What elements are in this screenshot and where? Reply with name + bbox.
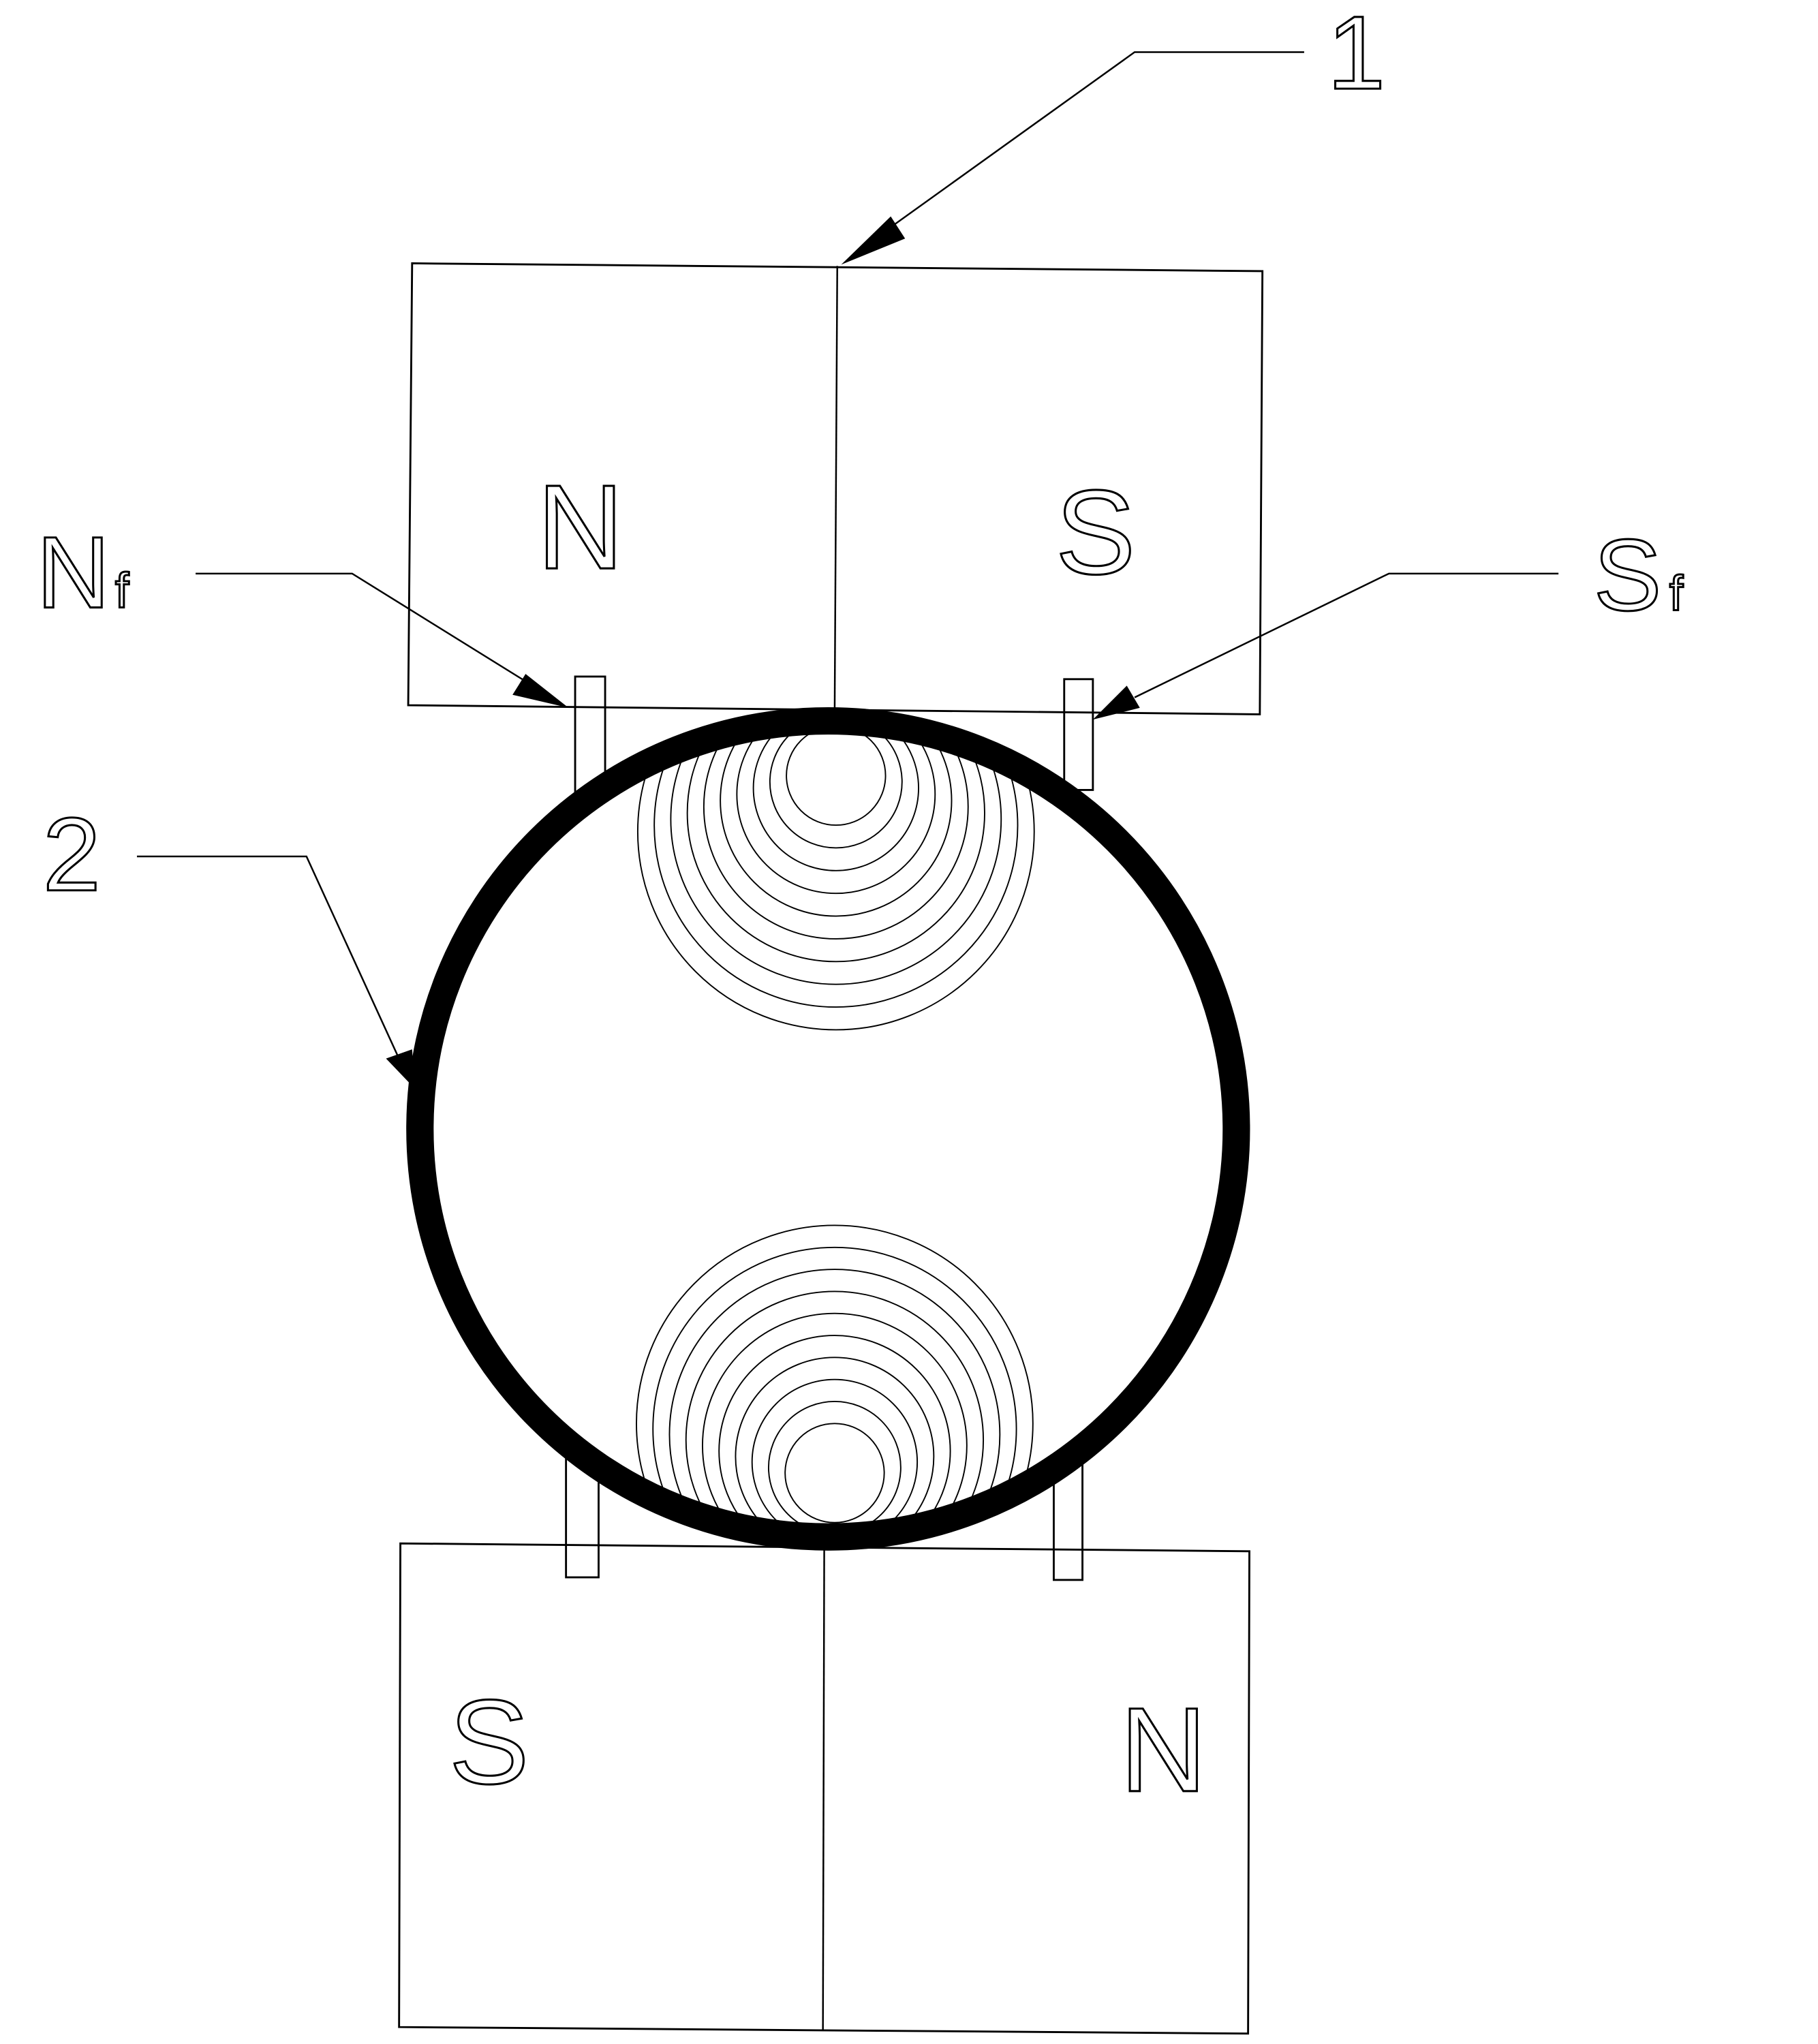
- arrowhead-icon: [512, 674, 569, 708]
- field-line-top: [653, 734, 1019, 1008]
- field-line-bottom: [702, 1312, 968, 1524]
- field-line-bottom: [735, 1357, 935, 1524]
- bottom-magnet-divider: [822, 1547, 825, 2030]
- field-line-bottom: [668, 1269, 1001, 1524]
- label-2: 2: [43, 796, 101, 913]
- leader-2: 2: [42, 795, 415, 1089]
- field-line-top: [786, 734, 887, 826]
- field-line-bottom: [718, 1335, 951, 1524]
- field-line-top: [720, 734, 953, 917]
- sf-tab-top: [1063, 678, 1094, 791]
- field-line-top: [686, 734, 985, 963]
- field-line-top: [736, 734, 936, 895]
- field-line-top: [752, 734, 919, 871]
- ring: [406, 707, 1250, 1551]
- top-magnet-left-pole: N: [537, 461, 623, 594]
- field-lines: [636, 734, 1035, 1524]
- arrowhead-icon: [386, 1049, 415, 1089]
- top-magnet-right-pole: S: [1056, 466, 1135, 600]
- top-magnet-divider: [833, 266, 838, 711]
- arrowhead-icon: [1092, 685, 1140, 720]
- field-line-top: [703, 734, 969, 940]
- leader-1: 1: [841, 0, 1387, 265]
- bottom-magnet-right-pole: N: [1120, 1684, 1207, 1817]
- field-line-bottom: [784, 1423, 885, 1523]
- field-line-bottom: [751, 1378, 919, 1524]
- field-line-top: [769, 734, 903, 849]
- field-line-bottom: [636, 1224, 1034, 1524]
- bottom-magnet-body: [398, 1542, 1250, 2035]
- arrowhead-icon: [841, 216, 906, 265]
- bottom-magnet-left-pole: S: [449, 1675, 529, 1809]
- field-line-top: [636, 734, 1035, 1031]
- top-magnet: N S: [407, 262, 1264, 715]
- field-line-bottom: [685, 1290, 985, 1524]
- field-line-bottom: [767, 1401, 902, 1524]
- field-line-bottom: [652, 1246, 1017, 1524]
- field-line-top: [670, 734, 1002, 985]
- label-1: 1: [1327, 0, 1385, 111]
- top-magnet-body: [407, 262, 1264, 715]
- bottom-magnet: S N: [398, 1542, 1250, 2035]
